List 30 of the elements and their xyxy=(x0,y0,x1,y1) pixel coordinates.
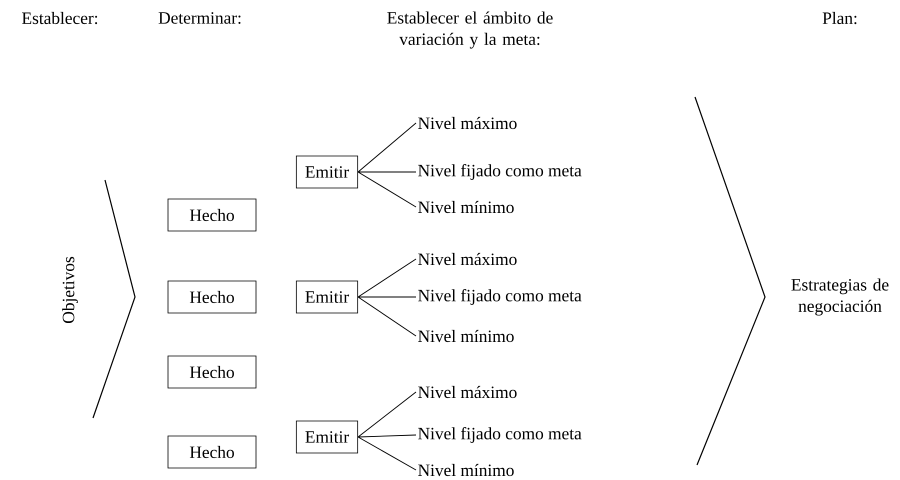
level-text: Nivel máximo xyxy=(418,386,517,398)
connector-line xyxy=(358,258,416,298)
level-text: Nivel fijado como meta xyxy=(418,427,582,443)
connector-line xyxy=(358,436,416,470)
connector-line xyxy=(358,296,416,298)
process-box: Emitir xyxy=(296,420,358,454)
connector-line xyxy=(358,172,416,208)
level-text: Nivel fijado como meta xyxy=(418,164,582,180)
connector-line xyxy=(358,296,416,336)
level-text: Nivel mínimo xyxy=(418,330,514,342)
level-text: Nivel mínimo xyxy=(418,200,514,214)
level-text: Nivel fijado como meta xyxy=(418,289,582,305)
column-heading: Plan: xyxy=(822,12,856,24)
connector-line xyxy=(358,122,416,172)
column-heading: Establecer el ámbito de variación y la meta: xyxy=(387,11,553,49)
vertical-text: Objetivos xyxy=(62,256,78,323)
process-box: Hecho xyxy=(168,198,256,232)
level-text: Nivel máximo xyxy=(418,252,517,266)
process-box: Hecho xyxy=(168,436,256,468)
process-box: Emitir xyxy=(296,156,358,188)
column-heading: Establecer: xyxy=(22,12,98,24)
connector-line xyxy=(358,434,416,438)
process-box: Emitir xyxy=(296,280,358,314)
column-heading: Determinar: xyxy=(158,12,240,24)
level-text: Nivel máximo xyxy=(418,116,517,130)
result-text: Estrategias de negociación xyxy=(791,278,888,316)
connector-line xyxy=(358,392,416,438)
process-box: Hecho xyxy=(168,280,256,314)
level-text: Nivel mínimo xyxy=(418,464,514,476)
process-box: Hecho xyxy=(168,356,256,388)
